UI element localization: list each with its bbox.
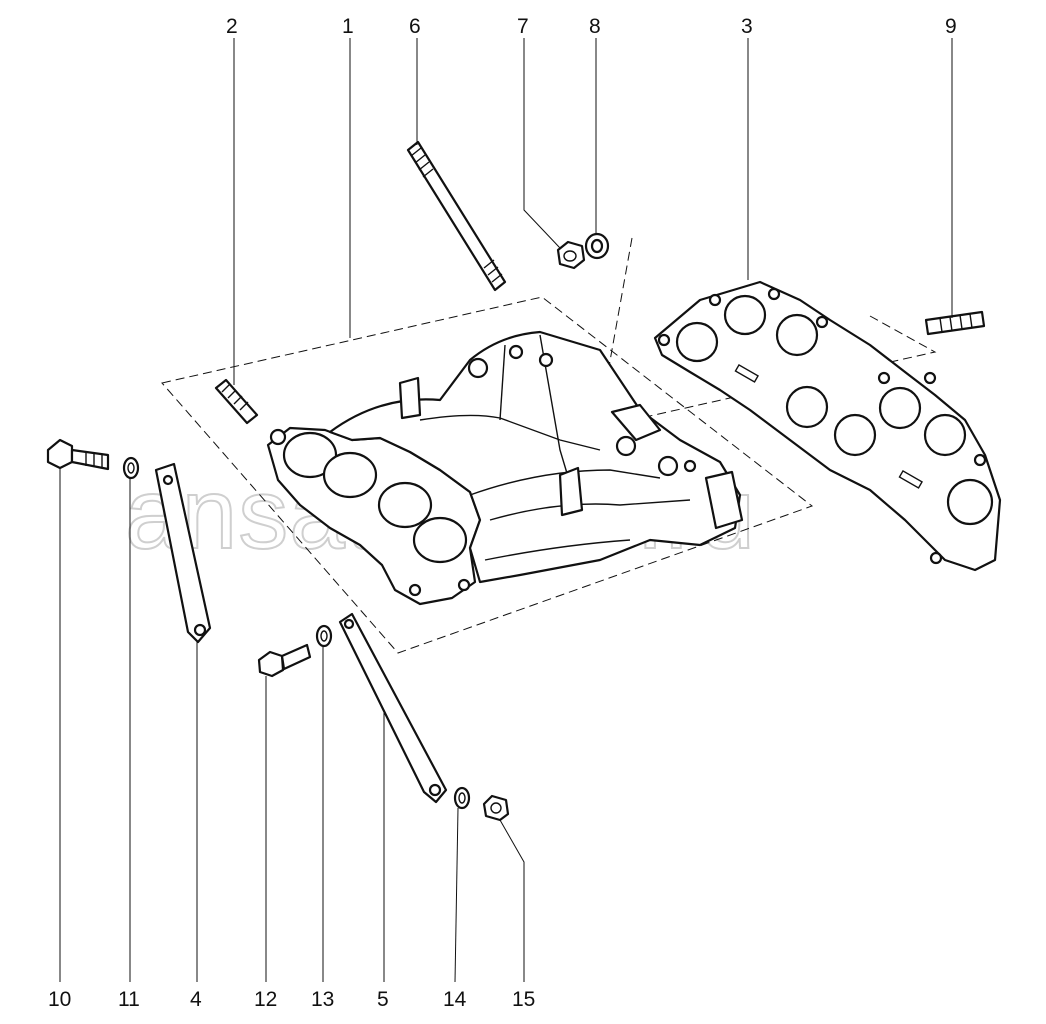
bolt-lower	[257, 643, 312, 678]
callout-12: 12	[254, 988, 277, 1011]
callout-5: 5	[377, 988, 389, 1011]
callout-1: 1	[342, 15, 354, 38]
intake-manifold	[266, 330, 744, 606]
lock-washer-lower	[315, 624, 333, 648]
lock-washer-left	[122, 456, 140, 480]
support-bracket-left	[154, 462, 212, 644]
callouts: 2 1 6 7 8 3 9 10 11 4 12 13 5 14 15	[48, 15, 957, 1011]
callout-4: 4	[190, 988, 202, 1011]
callout-3: 3	[741, 15, 753, 38]
assembly-envelope	[161, 296, 814, 654]
nut-top	[556, 240, 586, 270]
callout-8: 8	[589, 15, 601, 38]
nut-lower	[482, 794, 510, 822]
manifold-gasket	[653, 280, 1002, 572]
callout-9: 9	[945, 15, 957, 38]
support-bracket-lower	[338, 612, 448, 804]
leader-lines	[59, 38, 953, 983]
washer-top	[584, 232, 610, 260]
gasket-stud	[924, 310, 986, 336]
callout-10: 10	[48, 988, 71, 1011]
short-stud	[214, 378, 259, 425]
callout-11: 11	[118, 988, 140, 1011]
callout-7: 7	[517, 15, 529, 38]
callout-2: 2	[226, 15, 238, 38]
bolt-left	[46, 438, 110, 471]
lock-washer-right	[453, 786, 471, 810]
long-stud	[406, 140, 507, 292]
callout-15: 15	[512, 988, 535, 1011]
callout-13: 13	[311, 988, 334, 1011]
callout-6: 6	[409, 15, 421, 38]
callout-14: 14	[443, 988, 467, 1011]
